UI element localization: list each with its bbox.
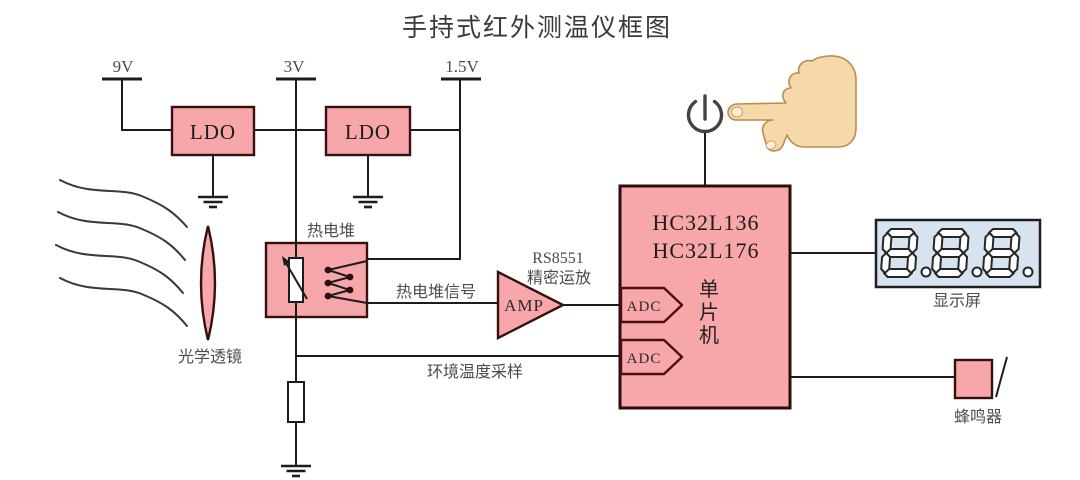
adc2-port (619, 338, 684, 376)
ambient-temp-label: 环境温度采样 (427, 362, 523, 381)
thermopile-label: 热电堆 (307, 222, 355, 240)
junction-dot (324, 279, 332, 287)
thermopile-signal-label: 热电堆信号 (396, 283, 476, 301)
thermistor-arrow (285, 262, 308, 300)
seven-segment-digit (983, 229, 1020, 277)
ir-wave-icon (55, 244, 184, 294)
junction-dot (346, 273, 354, 281)
amp-part-label: RS8551 (532, 250, 584, 267)
rail-3v-label: 3V (284, 57, 306, 76)
buzzer-icon (953, 358, 994, 400)
seven-segment-digit (881, 229, 918, 277)
seven-segment-digit (932, 229, 969, 277)
junction-dot (324, 292, 332, 300)
adc1-label: ADC (627, 299, 662, 315)
ldo2-label: LDO (345, 120, 391, 144)
decimal-dot (920, 266, 932, 278)
rail-1v5-label: 1.5V (445, 57, 479, 76)
wire-1v5-to-thermopile (367, 79, 461, 260)
amp-type-label: 精密运放 (527, 269, 591, 287)
amp-label: AMP (504, 296, 544, 315)
optical-lens-icon (199, 225, 217, 341)
mcu-name-char: 片 (699, 301, 719, 324)
adc2-label: ADC (627, 351, 662, 367)
amp-triangle (496, 270, 566, 340)
rail-9v-label: 9V (113, 57, 135, 76)
pointing-hand-icon (727, 55, 857, 152)
mcu-name-char: 单 (699, 278, 719, 301)
ground-symbol-ldo1 (196, 195, 230, 209)
decimal-dot (971, 266, 983, 278)
thermopile-block (264, 241, 369, 319)
ground-symbol-ldo2 (351, 195, 385, 209)
diagram-title: 手持式红外测温仪框图 (402, 14, 672, 42)
ldo1-label: LDO (190, 120, 236, 144)
ldo2-block (324, 105, 412, 157)
lens-label: 光学透镜 (178, 347, 242, 366)
ground-symbol-bottom (279, 464, 313, 478)
junction-dot (324, 266, 332, 274)
mcu-model2-label: HC32L176 (653, 238, 760, 263)
resistor-icon (287, 381, 305, 423)
decimal-dot (1022, 266, 1034, 278)
buzzer-slash (995, 356, 1008, 398)
mcu-name-char: 机 (699, 324, 719, 347)
ir-wave-icon (57, 211, 186, 261)
junction-dot (346, 286, 354, 294)
ir-wave-icon (59, 179, 188, 228)
seven-segment-display: 8.8.8. (874, 218, 1042, 289)
buzzer-label: 蜂鸣器 (954, 408, 1002, 426)
thermistor-arrowhead (282, 256, 290, 266)
adc1-port (619, 286, 684, 324)
ir-wave-icon (59, 277, 188, 327)
wire-9v-to-ldo1 (121, 79, 172, 131)
display-label: 显示屏 (933, 293, 981, 310)
power-button-icon (686, 94, 724, 134)
mcu-model1-label: HC32L136 (653, 210, 760, 235)
